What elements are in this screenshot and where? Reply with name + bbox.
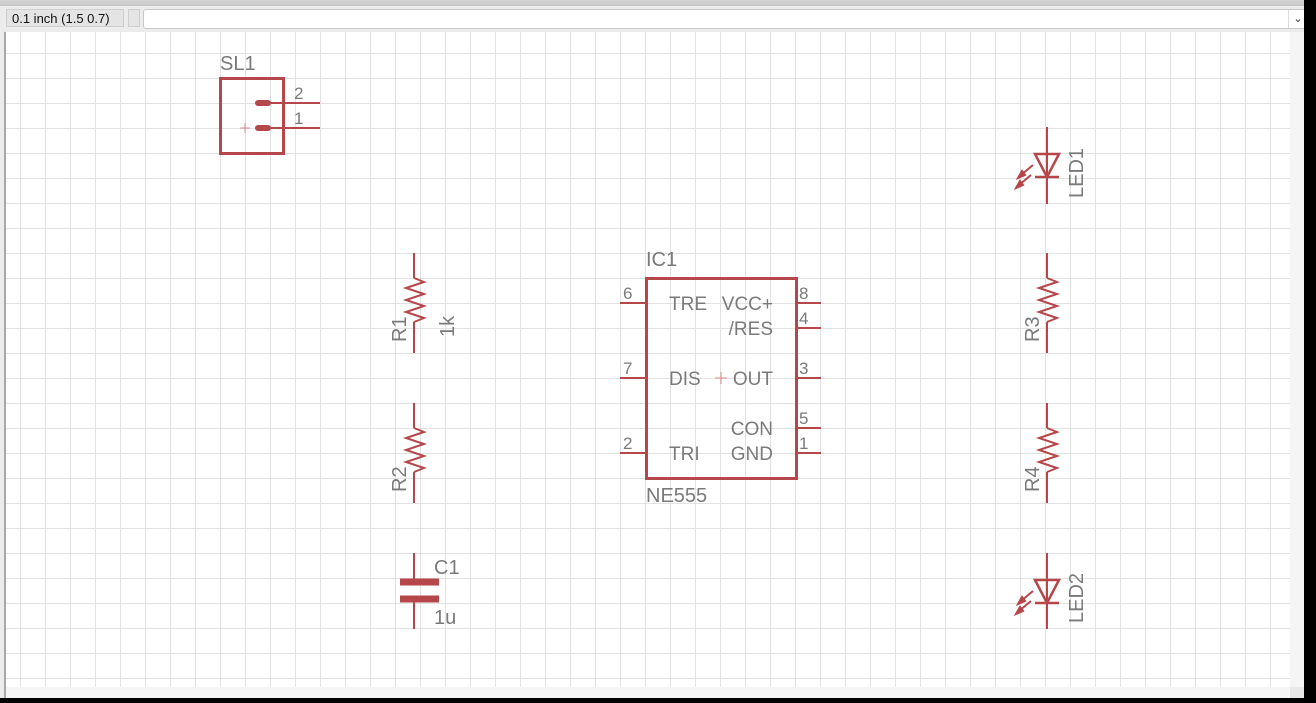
pin-number: 8 <box>799 284 808 303</box>
part-name-R2: R2 <box>389 466 411 492</box>
command-line[interactable]: ⌄ <box>143 9 1308 29</box>
left-border <box>4 32 6 698</box>
part-name-SL1: SL1 <box>220 53 256 75</box>
part-R4[interactable]: R4 <box>1022 403 1061 503</box>
scrollbar-corner <box>1290 687 1304 698</box>
schematic-canvas[interactable]: SL1 2 1 R1 1k <box>6 32 1290 687</box>
pin-label: GND <box>731 444 773 465</box>
part-value-R1: 1k <box>437 315 459 337</box>
part-C1[interactable]: C1 1u <box>400 553 460 629</box>
pin-label: TRI <box>669 444 700 465</box>
screen-edge <box>1304 0 1316 703</box>
part-R2[interactable]: R2 <box>389 403 428 503</box>
pin-number: 7 <box>623 359 632 378</box>
pin-label: /RES <box>729 319 773 340</box>
pin-number: 6 <box>623 284 632 303</box>
part-name-IC1: IC1 <box>646 249 677 271</box>
schematic-svg[interactable]: SL1 2 1 R1 1k <box>6 32 1290 687</box>
pin-label: DIS <box>669 369 701 390</box>
part-value-IC1: NE555 <box>646 485 707 507</box>
part-name-LED2: LED2 <box>1066 573 1088 623</box>
part-name-R4: R4 <box>1022 466 1044 492</box>
part-R3[interactable]: R3 <box>1022 253 1061 353</box>
pin-number: 2 <box>294 84 303 103</box>
part-R1[interactable]: R1 1k <box>389 253 459 353</box>
part-LED1[interactable]: LED1 <box>1013 127 1088 204</box>
part-IC1[interactable]: IC1 6 7 2 8 4 3 5 <box>620 249 821 507</box>
pin-number: 5 <box>799 409 808 428</box>
command-toolbar: 0.1 inch (1.5 0.7) ⌄ <box>0 6 1316 32</box>
part-value-C1: 1u <box>434 607 456 629</box>
pin-label: VCC+ <box>722 294 773 315</box>
command-input[interactable] <box>148 11 1292 29</box>
part-name-C1: C1 <box>434 557 460 579</box>
pin-label: TRE <box>669 294 707 315</box>
part-SL1[interactable]: SL1 2 1 <box>219 53 320 155</box>
title-bar <box>0 0 1316 6</box>
part-name-R3: R3 <box>1022 316 1044 342</box>
chevron-down-icon[interactable]: ⌄ <box>1288 10 1307 28</box>
coordinate-readout: 0.1 inch (1.5 0.7) <box>6 9 124 27</box>
pin-number: 1 <box>294 109 303 128</box>
pin-number: 4 <box>799 309 808 328</box>
vertical-scrollbar[interactable] <box>1290 32 1304 698</box>
pin-label: OUT <box>733 369 774 390</box>
pin-label: CON <box>731 419 773 440</box>
part-name-LED1: LED1 <box>1066 148 1088 198</box>
pin-number: 1 <box>799 434 808 453</box>
horizontal-scrollbar[interactable] <box>6 687 1290 698</box>
part-name-R1: R1 <box>389 316 411 342</box>
grid <box>6 32 1290 687</box>
pin-number: 3 <box>799 359 808 378</box>
grid-toggle-box[interactable] <box>128 9 140 27</box>
pin-number: 2 <box>623 434 632 453</box>
part-LED2[interactable]: LED2 <box>1013 553 1088 629</box>
